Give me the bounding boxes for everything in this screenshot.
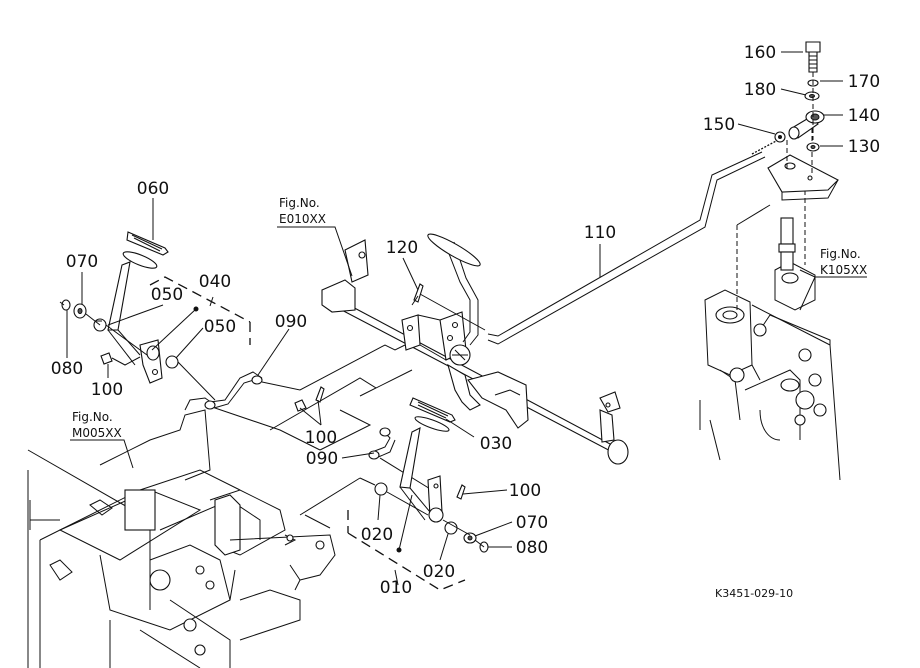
linkage-line-right-pedal: [299, 477, 361, 529]
callout-050-a: 050: [151, 285, 183, 305]
callout-060: 060: [137, 179, 169, 199]
linkage-line-mid: [269, 369, 413, 451]
fig-ref-number: E010XX: [279, 212, 326, 226]
callout-100-left: 100: [91, 380, 123, 400]
part-080-clip-left: [59, 299, 71, 311]
right-pedal-axis-line: [359, 477, 485, 548]
group-bracket-010: [347, 510, 466, 591]
part-100-pin-left: [100, 352, 141, 366]
fig-ref-label: Fig.No.: [279, 196, 320, 210]
part-130-washer: [806, 142, 820, 152]
frame-chassis: [27, 397, 336, 668]
linkage-line-upper: [261, 344, 406, 391]
callout-150: 150: [703, 115, 735, 135]
callout-010: 010: [380, 578, 412, 598]
part-150-nut: [774, 131, 786, 143]
callout-090-center: 090: [306, 449, 338, 469]
callout-090-left: 090: [275, 312, 307, 332]
part-020-bushing-b: [444, 521, 458, 535]
part-040-pedal-assembly: [107, 251, 163, 384]
callout-180: 180: [744, 80, 776, 100]
callout-020-b: 020: [423, 562, 455, 582]
callout-080-right: 080: [516, 538, 548, 558]
fig-ref-k105xx: Fig.No. K105XX: [820, 247, 867, 277]
callout-160: 160: [744, 43, 776, 63]
part-030-pedal-pad: [409, 397, 456, 423]
callout-110: 110: [584, 223, 616, 243]
fig-ref-e010xx: Fig.No. E010XX: [279, 196, 326, 226]
callout-080-left: 080: [51, 359, 83, 379]
callout-100-right: 100: [509, 481, 541, 501]
callout-070-right: 070: [516, 513, 548, 533]
fig-ref-label: Fig.No.: [820, 247, 861, 261]
part-160-bolt: [805, 41, 821, 140]
fig-ref-m005xx: Fig.No. M005XX: [72, 410, 122, 440]
part-020-bushing-a: [374, 482, 388, 496]
part-100-pin-right: [456, 484, 466, 500]
linkage-line-lower: [214, 407, 321, 451]
callout-120: 120: [386, 238, 418, 258]
part-100-pin-center: [294, 386, 325, 412]
diagram-code: K3451-029-10: [715, 587, 793, 600]
part-140-rod-end: [788, 110, 825, 140]
part-070-washer-left: [73, 303, 87, 319]
part-060-pedal-pad: [126, 231, 169, 256]
part-070-washer-right: [463, 532, 477, 544]
callout-100-center: 100: [305, 428, 337, 448]
callout-130: 130: [848, 137, 880, 157]
part-090-rod-left: [204, 371, 263, 410]
hydraulic-housing: [699, 120, 841, 481]
part-180-washer: [804, 91, 820, 101]
callout-050-b: 050: [204, 317, 236, 337]
fig-ref-number: M005XX: [72, 426, 122, 440]
callout-070-left: 070: [66, 252, 98, 272]
callout-030: 030: [480, 434, 512, 454]
callout-170: 170: [848, 72, 880, 92]
part-010-pedal-assembly: [399, 416, 450, 523]
callout-140: 140: [848, 106, 880, 126]
callout-020-a: 020: [361, 525, 393, 545]
fig-ref-number: K105XX: [820, 263, 867, 277]
fig-ref-label: Fig.No.: [72, 410, 113, 424]
callout-040: 040: [199, 272, 231, 292]
left-pedal-axis-line: [85, 313, 216, 401]
leader-lines: [66, 51, 867, 586]
cross-shaft: [321, 233, 629, 465]
part-110-rod: [487, 139, 779, 345]
group-bracket-040: [149, 276, 251, 345]
